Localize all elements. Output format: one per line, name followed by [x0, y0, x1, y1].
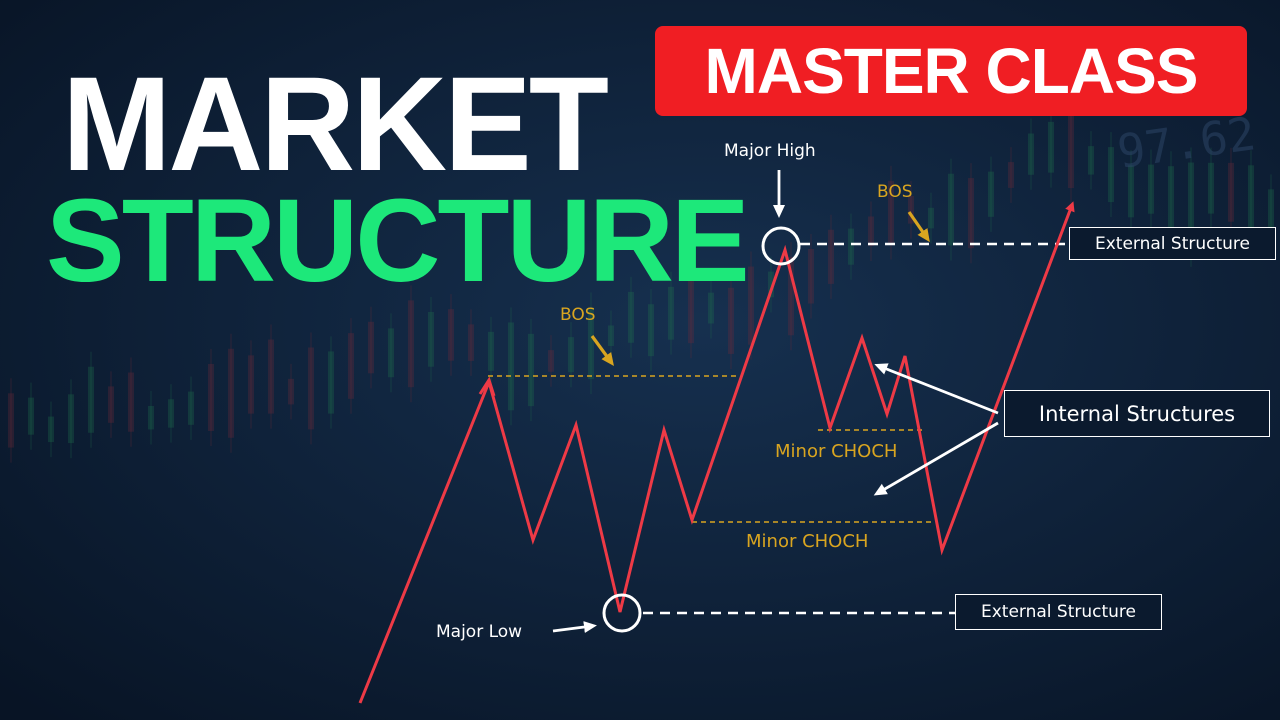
background-candle-body: [1008, 162, 1014, 188]
master-class-text: MASTER CLASS: [704, 35, 1199, 107]
background-candle-body: [48, 416, 54, 443]
background-candle-body: [948, 173, 954, 246]
background-candle-body: [8, 393, 14, 448]
background-candle-body: [728, 287, 734, 354]
external-structure-label-bottom: External Structure: [955, 594, 1162, 630]
major-high-label: Major High: [724, 141, 816, 161]
background-candle-body: [848, 228, 854, 265]
background-candle-body: [688, 260, 694, 344]
master-class-badge: MASTER CLASS: [655, 26, 1247, 116]
background-candle-body: [1128, 165, 1134, 218]
major-low-label: Major Low: [436, 622, 523, 642]
background-candle-body: [208, 363, 214, 431]
background-candle-body: [768, 271, 774, 298]
minor-choch-label-lower: Minor CHOCH: [746, 531, 869, 552]
background-candle-body: [288, 378, 294, 405]
price-path: [358, 201, 1075, 704]
background-candle-body: [748, 266, 754, 345]
background-candle-body: [168, 399, 174, 428]
background-candle-body: [128, 372, 134, 432]
background-candle-body: [1108, 147, 1114, 203]
major-low-circle: [602, 593, 642, 633]
background-candle-body: [608, 325, 614, 346]
background-candle-body: [1148, 164, 1154, 214]
background-candle-body: [108, 386, 114, 423]
background-candle-body: [448, 309, 454, 361]
bos-arrow-lower: [590, 335, 614, 367]
background-candle-body: [808, 248, 814, 304]
bos-label-lower: BOS: [560, 305, 596, 325]
internal-structures-label: Internal Structures: [1004, 390, 1270, 437]
background-candle-body: [1248, 165, 1254, 238]
background-candle-body: [548, 350, 554, 372]
background-candle-body: [1168, 166, 1174, 242]
bos-label-upper: BOS: [877, 182, 913, 202]
background-candle-body: [1048, 121, 1054, 173]
background-candle-body: [1028, 133, 1034, 175]
background-candles: [8, 89, 1274, 463]
external-structure-label-top: External Structure: [1069, 227, 1276, 260]
price-arrow-first-leg: [478, 376, 496, 397]
background-candle-body: [788, 257, 794, 336]
internal-arrow-lower: [873, 421, 999, 496]
background-candle-body: [248, 355, 254, 414]
background-candle-body: [468, 324, 474, 361]
internal-arrow-upper: [874, 363, 999, 415]
background-candle-body: [928, 207, 934, 229]
background-candle-body: [268, 339, 274, 414]
background-candle-body: [1068, 104, 1074, 189]
background-candle-body: [628, 291, 634, 343]
background-candle-body: [1228, 162, 1234, 222]
background-candle-body: [68, 394, 74, 444]
background-candle-body: [828, 229, 834, 284]
background-candle-body: [148, 405, 154, 430]
background-candle-body: [348, 333, 354, 399]
background-candle-body: [1188, 162, 1194, 252]
background-candle-body: [368, 321, 374, 374]
background-candle-body: [588, 307, 594, 380]
background-candle-body: [88, 366, 94, 433]
background-candle-body: [908, 196, 914, 224]
major-low-arrow: [552, 621, 597, 633]
background-candle-body: [228, 348, 234, 438]
title-structure: STRUCTURE: [46, 175, 750, 307]
background-candle-body: [568, 337, 574, 373]
background-candle-body: [968, 178, 974, 249]
background-candle-body: [188, 391, 194, 425]
background-candle-body: [888, 180, 894, 245]
minor-choch-label-upper: Minor CHOCH: [775, 441, 898, 462]
background-candle-body: [428, 312, 434, 367]
bos-arrow-upper: [907, 211, 930, 243]
major-high-circle: [761, 226, 801, 266]
background-candle-body: [648, 304, 654, 357]
background-candle-body: [408, 300, 414, 388]
background-candle-body: [668, 286, 674, 340]
background-candle-body: [328, 351, 334, 414]
background-candle-body: [1208, 162, 1214, 214]
background-candle-body: [308, 347, 314, 430]
background-candle-body: [868, 216, 874, 247]
background-candle-body: [1268, 189, 1274, 241]
background-candle-body: [708, 292, 714, 324]
background-candle-body: [28, 397, 34, 435]
background-candle-body: [528, 333, 534, 407]
background-candle-body: [488, 331, 494, 371]
background-candle-body: [988, 171, 994, 217]
background-candle-body: [508, 322, 514, 411]
background-candle-body: [388, 328, 394, 378]
title-market: MARKET: [62, 50, 609, 199]
background-candle-body: [1088, 146, 1094, 175]
